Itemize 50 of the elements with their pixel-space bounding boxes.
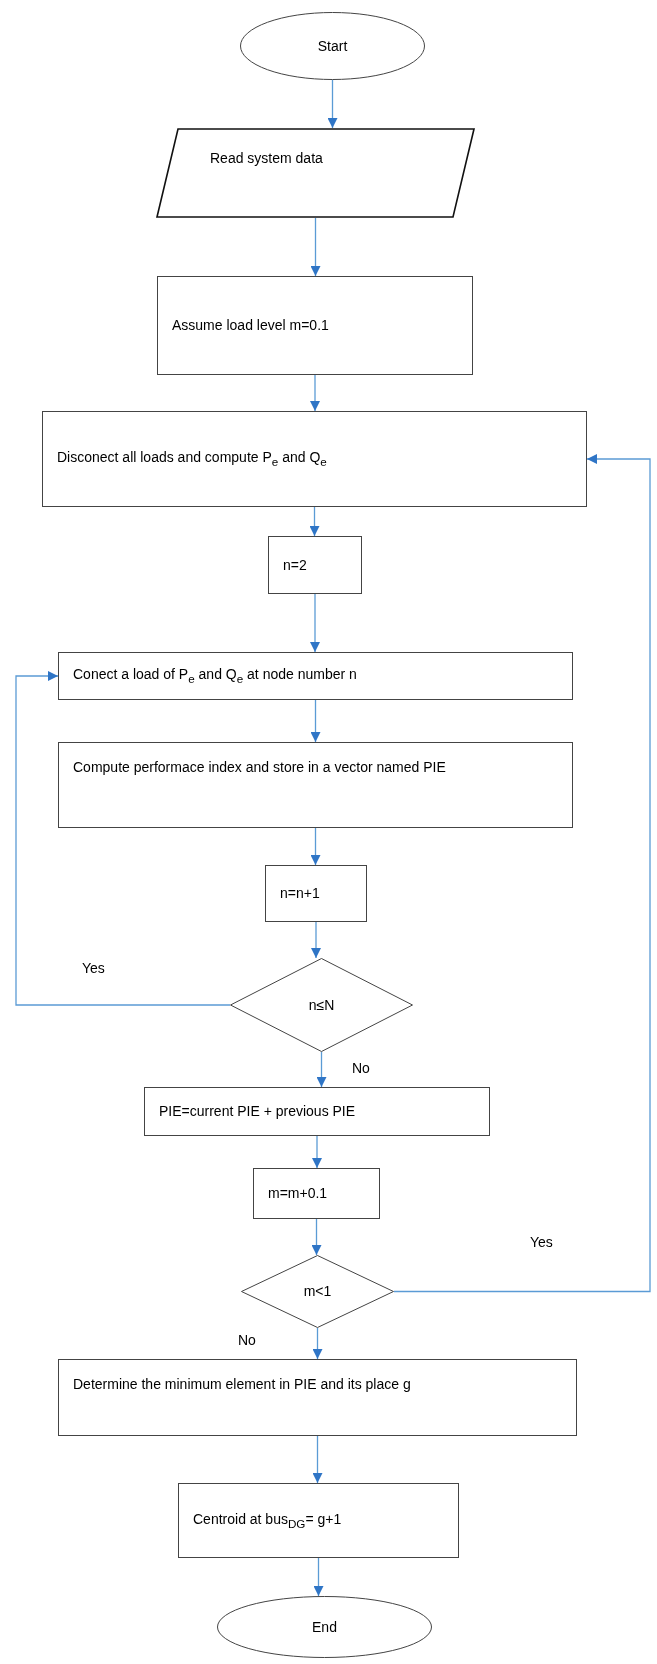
terminal-ellipse [240, 12, 425, 80]
process-box [253, 1168, 380, 1219]
edge-label: Yes [528, 1234, 555, 1250]
process-box [178, 1483, 459, 1558]
arrow [316, 1051, 327, 1088]
arrow [310, 699, 321, 743]
step-text: PIE=current PIE + previous PIE [159, 1103, 356, 1120]
arrow [393, 454, 651, 1293]
arrow [310, 827, 321, 866]
step-text: Determine the minimum element in PIE and its place g [73, 1376, 411, 1393]
step-text: Conect a load of P$_{e}$ and Q$_{e}$ at node number n [73, 666, 357, 686]
arrow [311, 921, 321, 959]
step-text: End [312, 1618, 337, 1636]
arrow [310, 217, 321, 277]
step-text: Assume load level m=0.1 [172, 317, 329, 334]
input-parallelogram [156, 128, 475, 218]
process-box [265, 865, 367, 922]
process-box [157, 276, 473, 375]
step-text: Start [317, 37, 348, 55]
arrow [309, 506, 320, 537]
step-text: n=2 [283, 556, 307, 574]
process-box [58, 742, 573, 828]
edge-label: No [350, 1060, 372, 1076]
arrow [310, 374, 320, 412]
step-text: Read system data [210, 150, 323, 167]
arrow [310, 593, 320, 653]
process-box [42, 411, 587, 507]
step-text: m=m+0.1 [268, 1185, 328, 1202]
arrow [327, 79, 338, 129]
step-text: m<1 [303, 1283, 332, 1300]
arrow [312, 1327, 323, 1360]
arrow [312, 1435, 323, 1484]
decision-diamond [230, 958, 413, 1052]
edge-label: No [236, 1332, 258, 1348]
process-box [268, 536, 362, 594]
arrow [15, 671, 231, 1006]
step-text: Compute performace index and store in a vector named PIE [73, 759, 446, 776]
step-text: n=n+1 [280, 885, 320, 902]
terminal-ellipse [217, 1596, 432, 1658]
arrow [312, 1135, 322, 1169]
arrow [313, 1557, 324, 1597]
arrow [311, 1218, 322, 1256]
step-text: Centroid at bus$_{DG}$= g+1 [193, 1510, 342, 1531]
step-text: Disconect all loads and compute P$_{e}$ and Q$_{e}$ [57, 449, 327, 469]
process-box [144, 1087, 490, 1136]
process-box [58, 1359, 577, 1436]
step-text: n≤N [308, 996, 335, 1014]
decision-diamond [241, 1255, 394, 1328]
edge-label: Yes [80, 960, 107, 976]
process-box [58, 652, 573, 700]
